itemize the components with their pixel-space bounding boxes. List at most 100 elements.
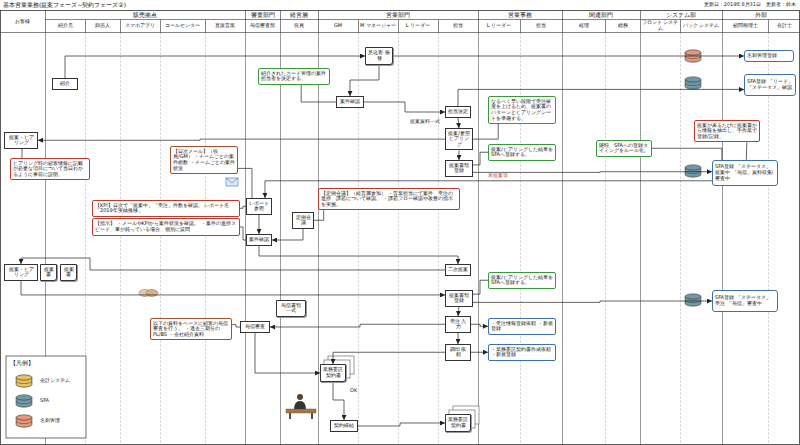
flow-arrow [38, 139, 445, 140]
group-header: 関連部門 [562, 11, 640, 19]
node-text: 提案が来るたびに提案書から情報を抽出し、手作業で登録/記録。 [697, 123, 757, 140]
diagram-title: 基本営業業務(提案フェーズ~契約フェーズ②) [3, 1, 126, 8]
flow-arrow [459, 150, 460, 160]
lane-header: 直販営業 [205, 19, 245, 32]
note-label: 【凡例】 [10, 360, 50, 366]
node-text: 案件確認 [249, 237, 269, 243]
node-text: なるべく早い段階で受注確度を上げるため、提案書のパターンとヒアリングシートを準備… [491, 99, 553, 122]
lane-header: 会計士 [768, 19, 800, 32]
legend-swatch [14, 374, 34, 388]
flow-arrow [350, 65, 379, 96]
lane-header: スマホアプリ [120, 19, 160, 32]
lane-divider [358, 20, 359, 33]
lane-divider [605, 33, 606, 445]
lane-header: コールセンター [160, 19, 205, 32]
lane-divider [520, 33, 521, 445]
node-text: 名刺管理登録 [747, 53, 791, 59]
document-box: 見込客 振替 [365, 47, 393, 65]
note-callout: ヒアリング時の顧客情報に記載が必要な項目について当日わかるように事前に説明。 [10, 158, 90, 180]
flow-arrow [458, 307, 459, 317]
note-callout: なるべく早い段階で受注確度を上げるため、提案書のパターンとヒアリングシートを準備… [488, 96, 556, 124]
frame [1, 11, 800, 445]
lane-divider [160, 20, 161, 33]
system-entry-box: SFA登録 「ステータス」提案中 「与信」資料収集/審査中 [712, 160, 778, 186]
node-text: 【KPI】日次で「提案中」「受注」件数を確認。 レポート名「2019年実績推移」 [95, 203, 237, 215]
process-box: 担当決定 [445, 106, 471, 118]
note-callout: 提案が来るたびに提案書から情報を抽出し、手作業で登録/記録。 [694, 120, 760, 142]
lane-divider [680, 20, 681, 33]
document-stack [324, 356, 479, 428]
lane-divider [160, 33, 161, 445]
process-box: 調印 依頼 [445, 344, 471, 361]
flow-arrow [255, 333, 320, 373]
flow-arrow [21, 258, 445, 270]
flow-arrow [471, 324, 488, 326]
node-text: 業務委託 契約書 [448, 417, 468, 429]
node-text: 与信書類一式 [279, 303, 303, 315]
lane-divider [398, 20, 399, 33]
note-callout: 提案/ヒアリングした結果をSFAへ登録する。 [488, 144, 556, 161]
lane-divider [722, 33, 723, 445]
lane-header: 卸売人 [85, 19, 120, 32]
lane-divider [205, 20, 206, 33]
node-text: 提案書 [63, 267, 74, 279]
process-box: 紹介 [52, 78, 78, 90]
system-entry-box: 名刺管理登録 [744, 50, 794, 62]
node-text: 提案/ヒアリングした結果をSFAへ登録する。 [491, 275, 553, 287]
flow-arrow [473, 301, 712, 302]
lane-header: L リーダー [398, 19, 438, 32]
node-text: 二次提案 [448, 267, 468, 273]
flow-arrow [21, 281, 445, 295]
process-box: レポート 参照 [246, 198, 272, 215]
lane-header: L リーダー [478, 19, 520, 32]
lane-divider [280, 33, 281, 445]
node-text: 担当決定 [448, 109, 468, 115]
node-text: 紹介されたカード管理の案件担当者を決定する。 [261, 71, 327, 83]
note-label: 提案資料一式 [410, 119, 444, 125]
lane-divider [358, 33, 359, 445]
note-callout: 【指示】 ・メールやKPIから案件状況を確認。 ・案件の進捗スピード、量が鈍って… [92, 218, 240, 236]
node-text: SFA登録 「ステータス」提案中 「与信」資料収集/審査中 [715, 164, 775, 181]
leader-line [652, 148, 722, 160]
group-header: 経営層 [280, 11, 318, 19]
flow-arrow [458, 333, 459, 345]
process-box: 定例会議 [292, 212, 314, 229]
request-callout: ・受注情報登録依頼 ・新規登録 [488, 318, 556, 335]
lane-divider [520, 20, 521, 33]
node-text: 提案書類 登録 [448, 293, 470, 305]
lane-header: バック システム [680, 19, 722, 32]
lane-divider [45, 11, 46, 33]
node-text: 随時、SFAへの登録タイミングをルール化。 [599, 143, 649, 155]
process-box: 提案/要望 ヒアリング [445, 128, 473, 150]
document-box: 業務委託 契約書 [320, 364, 346, 382]
sfa-db-symbol [685, 294, 701, 306]
legend-entry: 名刺管理 [14, 414, 60, 428]
node-text: ・業務委託契約書作成依頼 ・新規登録 [491, 347, 553, 359]
note-label: 再提案等 [488, 173, 518, 179]
node-text: レポート 参照 [249, 201, 269, 213]
lane-header: M マネージャー [358, 19, 398, 32]
node-text: 以下の資料をベースに顧客の与信審査を行う。 ・過去三期分のPL/BS ・会社紹介… [153, 321, 229, 338]
node-text: 見込客 振替 [368, 50, 390, 62]
lane-divider [205, 33, 206, 445]
node-text: 【指示】 ・メールやKPIから案件状況を確認。 ・案件の進捗スピード、量が鈍って… [95, 221, 237, 233]
node-text: 受注 入力 [448, 319, 468, 331]
legend-swatch [14, 394, 34, 408]
lane-divider [85, 20, 86, 33]
leader-line [473, 280, 488, 294]
lane-divider [722, 11, 723, 33]
node-text: 提案・ヒアリング [7, 267, 35, 279]
legend-frame [6, 356, 86, 438]
document-box: 提案書 [60, 264, 77, 281]
leader-line [22, 149, 23, 159]
flow-arrow [364, 102, 445, 112]
node-text: 提案書 [43, 267, 54, 279]
legend-text: SFA [40, 398, 49, 404]
flow-arrow [471, 352, 488, 353]
process-box: 提案書類 登録 [445, 160, 473, 177]
lane-divider [280, 11, 281, 33]
node-text: 業務委託 契約書 [323, 367, 343, 379]
flow-arrow [270, 324, 445, 327]
lane-divider [478, 33, 479, 445]
